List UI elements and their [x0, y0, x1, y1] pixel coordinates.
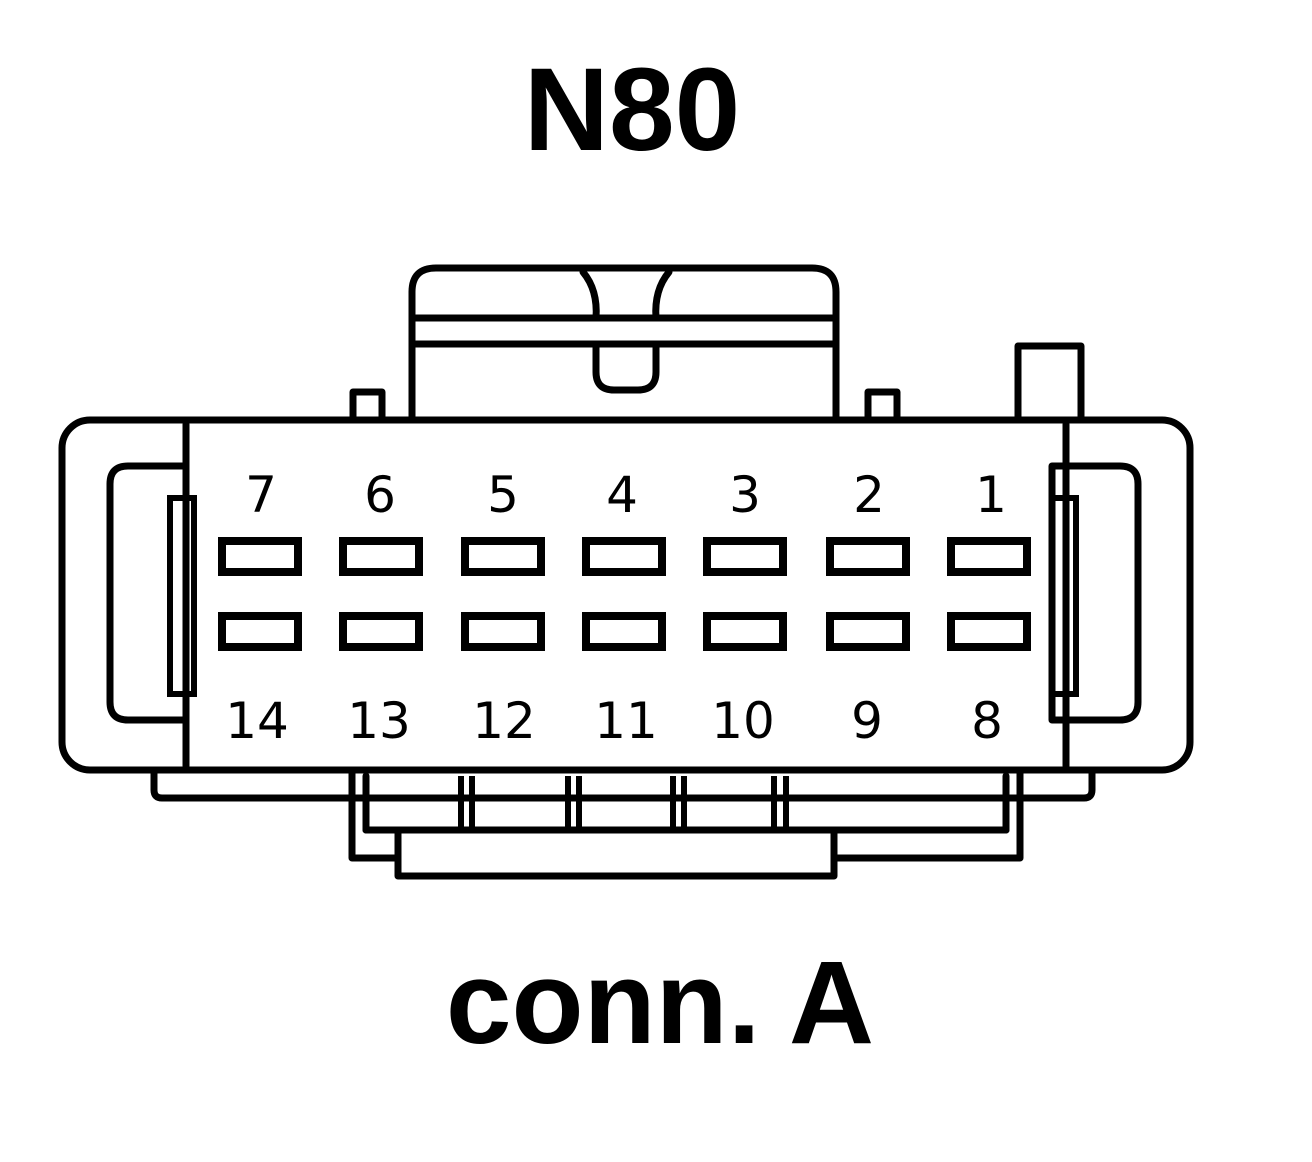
pin-label: 2	[853, 466, 885, 524]
pin-slot	[826, 612, 910, 651]
pin-label: 7	[245, 466, 277, 524]
pin-label: 11	[594, 692, 658, 750]
pin-label: 1	[975, 466, 1007, 524]
pin-slot	[703, 612, 787, 651]
pin-slot	[826, 537, 910, 576]
pin-slot	[461, 612, 545, 651]
pin-slot	[947, 612, 1031, 651]
pin-labels-top: 7 6 5 4 3 2 1	[245, 466, 1007, 524]
pin-labels-bottom: 14 13 12 11 10 9 8	[225, 692, 1003, 750]
bottom-housing	[150, 766, 1096, 880]
pin-slot	[218, 612, 302, 651]
top-tabs	[349, 342, 1085, 424]
right-side-latch	[1048, 462, 1142, 724]
pin-label: 4	[606, 466, 638, 524]
pin-label: 9	[851, 692, 883, 750]
pin-label: 6	[364, 466, 396, 524]
connector-body	[58, 416, 1194, 774]
pin-slot	[339, 612, 423, 651]
pin-slot	[582, 612, 666, 651]
pin-slot	[703, 537, 787, 576]
pin-label: 8	[971, 692, 1003, 750]
pin-slot	[339, 537, 423, 576]
pin-label: 13	[347, 692, 411, 750]
pin-slot	[582, 537, 666, 576]
left-side-latch	[106, 462, 197, 724]
top-latch	[408, 264, 840, 424]
connector-caption: conn. A	[446, 937, 874, 1069]
pin-slots-top	[218, 537, 1031, 576]
pin-label: 12	[472, 692, 536, 750]
pin-label: 14	[225, 692, 289, 750]
pin-slot	[218, 537, 302, 576]
pin-label: 10	[711, 692, 775, 750]
pin-label: 3	[729, 466, 761, 524]
pin-slots-bottom	[218, 612, 1031, 651]
pin-slot	[947, 537, 1031, 576]
diagram-title: N80	[524, 44, 740, 176]
pin-label: 5	[487, 466, 519, 524]
pin-slot	[461, 537, 545, 576]
